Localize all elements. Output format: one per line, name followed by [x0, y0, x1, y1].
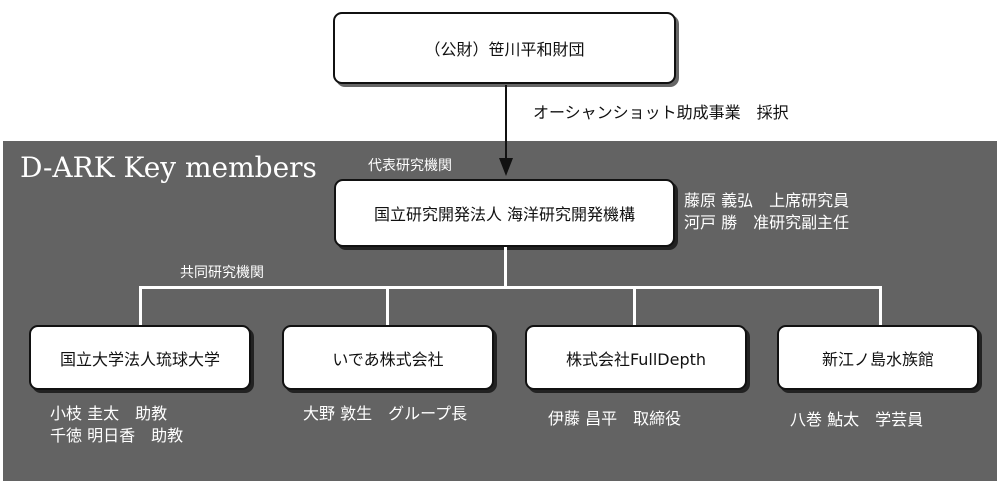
funding-arrow-line [505, 85, 507, 160]
branch-drop-1 [139, 286, 142, 325]
partner-name: 株式会社FullDepth [565, 349, 707, 369]
funding-arrow-head [499, 158, 513, 176]
partner-people-enoshima: 八巻 鮎太 学芸員 [790, 409, 923, 431]
trunk-connector [504, 247, 507, 287]
partner-box-ryukyu: 国立大学法人琉球大学 [29, 325, 251, 390]
lead-institution-box: 国立研究開発法人 海洋研究開発機構 [334, 179, 675, 247]
lead-institution-name: 国立研究開発法人 海洋研究開発機構 [373, 205, 636, 224]
lead-person: 河戸 勝 准研究副主任 [684, 213, 850, 232]
partner-person: 小枝 圭太 助教 [50, 404, 168, 423]
funder-box: （公財）笹川平和財団 [333, 12, 676, 84]
partner-name: 国立大学法人琉球大学 [59, 349, 220, 369]
branch-connector [139, 286, 882, 289]
lead-role-label: 代表研究機関 [368, 158, 452, 174]
partner-people-ryukyu: 小枝 圭太 助教 千徳 明日香 助教 [50, 403, 183, 447]
partner-person: 大野 敦生 グループ長 [303, 404, 468, 423]
partner-people-idea: 大野 敦生 グループ長 [303, 403, 467, 425]
funder-name: （公財）笹川平和財団 [424, 40, 585, 59]
branch-drop-2 [386, 286, 389, 325]
partner-name: いであ株式会社 [332, 349, 444, 369]
partner-box-enoshima-aquarium: 新江ノ島水族館 [777, 325, 979, 390]
branch-drop-3 [633, 286, 636, 325]
partner-box-idea: いであ株式会社 [282, 325, 494, 390]
partner-person: 伊藤 昌平 取締役 [548, 409, 682, 428]
lead-person: 藤原 義弘 上席研究員 [684, 191, 850, 210]
partner-box-fulldepth: 株式会社FullDepth [525, 325, 747, 390]
panel-title: D-ARK Key members [20, 151, 317, 184]
partner-name: 新江ノ島水族館 [821, 349, 934, 369]
lead-people: 藤原 義弘 上席研究員 河戸 勝 准研究副主任 [684, 190, 849, 234]
partner-people-fulldepth: 伊藤 昌平 取締役 [548, 408, 681, 430]
partners-role-label: 共同研究機関 [180, 265, 264, 281]
partner-person: 千徳 明日香 助教 [50, 426, 184, 445]
partner-person: 八巻 鮎太 学芸員 [790, 410, 924, 429]
branch-drop-4 [879, 286, 882, 325]
program-label: オーシャンショット助成事業 採択 [533, 103, 789, 122]
